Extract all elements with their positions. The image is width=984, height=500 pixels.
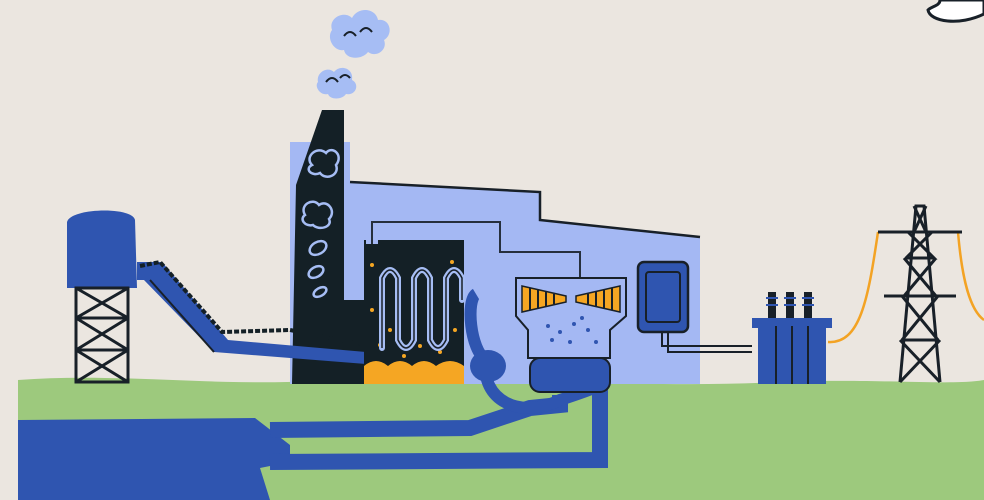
generator	[638, 262, 688, 332]
transmission-tower	[828, 206, 984, 382]
power-line	[828, 232, 878, 342]
smoke-cloud-large	[330, 10, 390, 58]
reservoir-body	[18, 418, 290, 500]
corner-cloud	[928, 0, 984, 21]
condenser-bulb	[470, 350, 506, 382]
smoke-cloud-small	[317, 68, 357, 99]
condenser-icon	[530, 358, 610, 392]
water-tower-icon	[67, 210, 137, 288]
smoke	[317, 10, 390, 99]
pylon-icon	[878, 206, 962, 382]
boiler	[364, 240, 464, 384]
water-tower	[67, 210, 137, 382]
steam-turbine	[516, 278, 626, 358]
transformer	[752, 292, 832, 384]
power-line	[958, 232, 984, 320]
